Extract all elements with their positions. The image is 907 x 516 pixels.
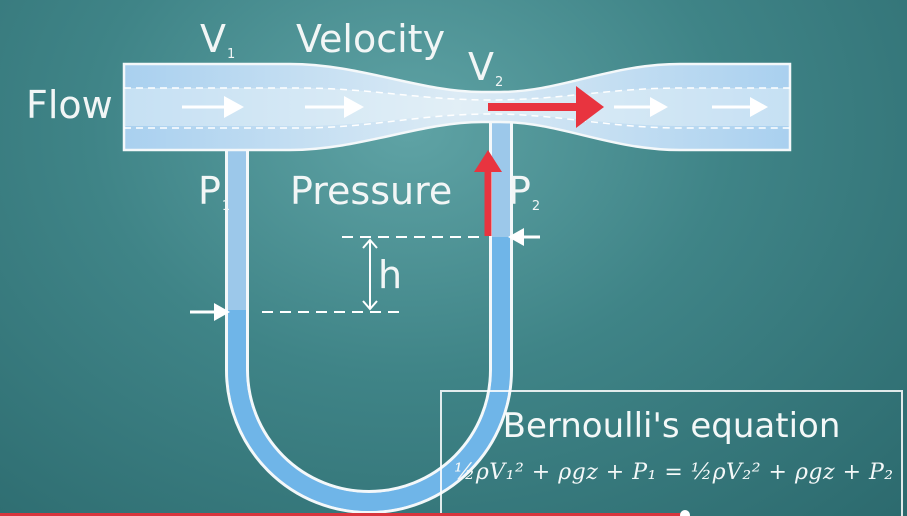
height-dimension — [362, 238, 378, 311]
velocity-arrow-red — [488, 86, 604, 128]
level-arrow-left — [190, 303, 230, 321]
pressure-label: Pressure — [290, 169, 453, 213]
flow-arrow-4 — [712, 97, 768, 117]
flow-arrow-3 — [614, 97, 668, 117]
v2-label: V2 — [468, 45, 504, 90]
flow-label: Flow — [26, 83, 113, 127]
height-label: h — [378, 253, 403, 297]
streamline-top — [124, 87, 790, 101]
velocity-label: Velocity — [296, 17, 446, 61]
flow-arrow-2 — [305, 96, 364, 118]
video-progress-knob[interactable] — [680, 510, 690, 516]
p1-label: P1 — [198, 169, 231, 214]
equation-title: Bernoulli's equation — [502, 406, 841, 446]
streamline-bottom — [124, 113, 790, 129]
venturi-pipe — [122, 62, 792, 152]
flow-arrow-1 — [182, 96, 244, 118]
u-tube-water — [228, 237, 510, 511]
v1-label: V1 — [200, 17, 236, 62]
video-progress-bar[interactable] — [0, 513, 685, 516]
level-arrow-right — [508, 228, 540, 246]
equation-formula: ½ρV₁² + ρgz + P₁ = ½ρV₂² + ρgz + P₂ — [454, 460, 894, 485]
pressure-arrow-red — [474, 150, 502, 236]
p2-label: P2 — [508, 169, 541, 214]
pipe-core — [124, 88, 790, 126]
equation-box: Bernoulli's equation ½ρV₁² + ρgz + P₁ = … — [440, 390, 903, 516]
